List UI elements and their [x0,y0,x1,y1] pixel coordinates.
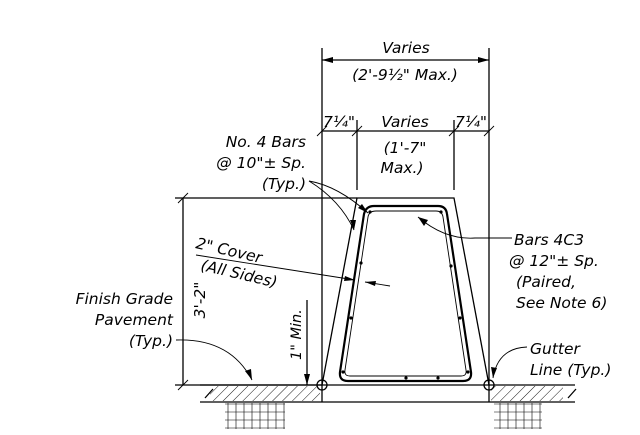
top-width-max-2: Max.) [380,159,423,177]
no4-bars-note: No. 4 Bars @ 10"± Sp. (Typ.) [216,133,369,231]
longitudinal-bar-dots [341,210,470,380]
overall-width-dimension: Varies (2'-9½" Max.) [321,39,490,385]
right-gutter-marker [483,379,495,391]
right-pavement [488,384,577,429]
bars4c3-line-3: (Paired, [516,273,576,291]
bars4c3-line-1: Bars 4C3 [514,231,584,249]
gutter-line-2: Line (Typ.) [530,361,611,379]
finish-line-1: Finish Grade [76,290,173,308]
bars4c3-line-4: See Note 6) [516,294,607,312]
min-label: 1" Min. [289,309,305,360]
right-side-thickness: 7¼" [455,113,487,131]
top-width-max-1: (1'-7" [384,139,427,157]
height-dimension: 3'-2" [175,192,357,391]
overall-width-label: Varies [382,39,429,57]
reinforcement-bars [338,204,473,383]
left-side-thickness: 7¼" [323,113,355,131]
bars4c3-line-2: @ 12"± Sp. [509,252,599,270]
finish-grade-note: Finish Grade Pavement (Typ.) [76,290,253,381]
min-dimension: 1" Min. [289,300,310,385]
no4-line-3: (Typ.) [262,175,306,193]
gutter-line-note: Gutter Line (Typ.) [491,340,611,379]
top-width-dimension: 7¼" Varies 7¼" (1'-7" Max.) [316,113,495,190]
left-pavement [200,384,489,429]
finish-line-3: (Typ.) [129,332,173,350]
bars-4c3-note: Bars 4C3 @ 12"± Sp. (Paired, See Note 6) [417,216,607,312]
left-gutter-marker [316,379,328,391]
height-label: 3'-2" [191,282,209,319]
no4-line-1: No. 4 Bars [226,133,306,151]
gutter-line-1: Gutter [530,340,582,358]
no4-line-2: @ 10"± Sp. [216,154,306,172]
overall-width-max-label: (2'-9½" Max.) [352,66,458,84]
finish-line-2: Pavement [95,311,174,329]
top-width-label: Varies [381,113,428,131]
